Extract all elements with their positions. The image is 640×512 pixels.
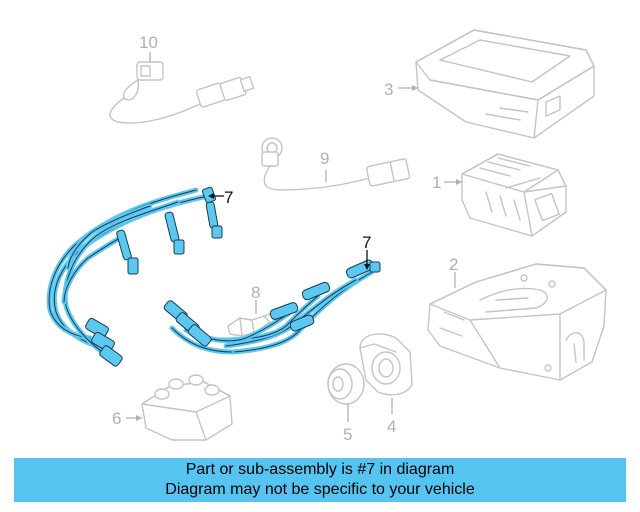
arrow-1 (456, 179, 462, 185)
info-banner: Part or sub-assembly is #7 in diagram Di… (14, 458, 626, 502)
label-5: 5 (343, 425, 352, 444)
part-9-sensor (261, 137, 411, 191)
arrow-7b (364, 264, 370, 270)
label-9: 9 (320, 149, 329, 168)
arrow-7a (208, 193, 214, 199)
label-1: 1 (432, 173, 441, 192)
label-4: 4 (387, 417, 396, 436)
part-2-mounting-tray (427, 263, 607, 381)
label-7a: 7 (224, 188, 233, 207)
label-7b: 7 (362, 233, 371, 252)
label-6: 6 (112, 409, 121, 428)
banner-line-2: Diagram may not be specific to your vehi… (165, 481, 475, 498)
arrow-6 (136, 415, 142, 421)
label-10: 10 (139, 33, 158, 52)
part-5-rotor (327, 363, 365, 405)
label-2: 2 (449, 255, 458, 274)
part-3-control-module (415, 29, 595, 139)
label-3: 3 (384, 80, 393, 99)
parts-diagram: 10 3 9 1 (46, 29, 607, 444)
part-6-coil-pack (141, 374, 233, 441)
part-10-sensor (109, 61, 255, 124)
banner-line-1: Part or sub-assembly is #7 in diagram (185, 461, 455, 478)
arrow-3 (412, 85, 418, 91)
part-1-ignition-module (461, 153, 567, 237)
part-4-distributor-cap (359, 333, 413, 396)
part-7-ignition-wire-set (46, 186, 381, 367)
label-8: 8 (251, 283, 260, 302)
